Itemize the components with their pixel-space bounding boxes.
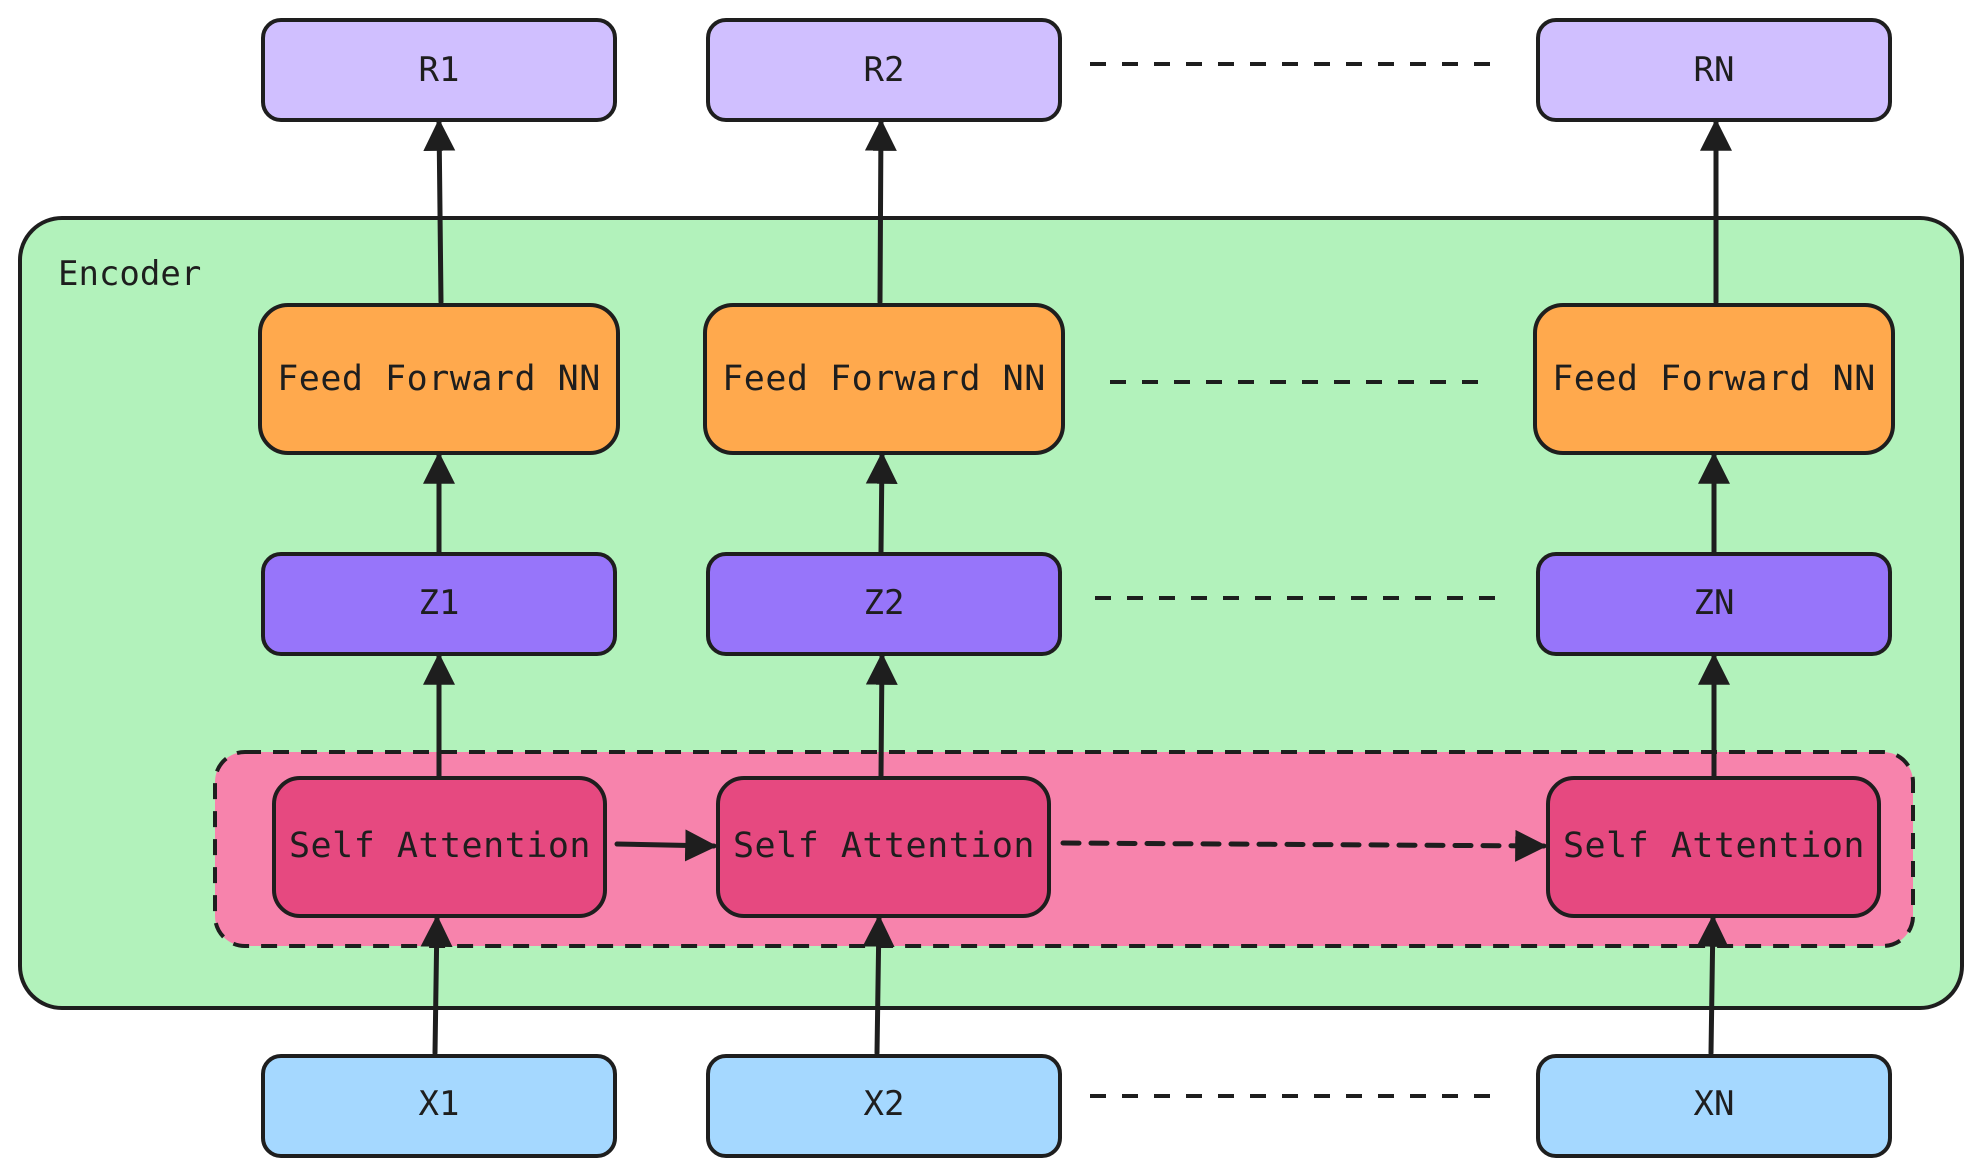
ffnn-label: Feed Forward NN [277, 359, 601, 399]
z-label: Z2 [864, 583, 905, 623]
input-label: X2 [864, 1084, 905, 1124]
input-node-x1[interactable]: X1 [261, 1054, 617, 1158]
ffnn-node-2[interactable]: Feed Forward NN [703, 303, 1065, 455]
z-label: ZN [1694, 583, 1735, 623]
self-attention-node-2[interactable]: Self Attention [716, 776, 1051, 918]
z-label: Z1 [419, 583, 460, 623]
output-node-r2[interactable]: R2 [706, 18, 1062, 122]
output-label: R1 [419, 50, 460, 90]
arrow-ffnn1-to-r1 [423, 118, 456, 305]
output-label: RN [1694, 50, 1735, 90]
output-row: R1 R2 RN [261, 18, 1892, 122]
arrow-attention2-to-z2 [865, 652, 898, 779]
encoder-label: Encoder [58, 254, 201, 294]
self-attention-node-1[interactable]: Self Attention [272, 776, 607, 918]
input-node-xn[interactable]: XN [1536, 1054, 1892, 1158]
self-attention-row: Self Attention Self Attention Self Atten… [272, 776, 1881, 918]
self-attention-node-n[interactable]: Self Attention [1546, 776, 1881, 918]
ffnn-node-1[interactable]: Feed Forward NN [258, 303, 620, 455]
self-attention-group [213, 750, 1915, 948]
z-node-n[interactable]: ZN [1536, 552, 1892, 656]
self-attention-label: Self Attention [733, 826, 1035, 866]
input-row: X1 X2 XN [261, 1054, 1892, 1158]
input-node-x2[interactable]: X2 [706, 1054, 1062, 1158]
arrow-ffnn2-to-r2 [864, 118, 897, 305]
input-label: XN [1694, 1084, 1735, 1124]
arrow-attention1-to-attention2 [614, 829, 718, 862]
output-label: R2 [864, 50, 905, 90]
arrow-x1-to-attention [420, 914, 453, 1056]
output-node-r1[interactable]: R1 [261, 18, 617, 122]
input-box [261, 1054, 617, 1158]
arrow-xn-to-attention [1696, 914, 1729, 1056]
input-label: X1 [419, 1084, 460, 1124]
feed-forward-row: Feed Forward NN Feed Forward NN Feed For… [258, 303, 1895, 455]
arrow-attention2-to-attentionn [1060, 829, 1548, 862]
z-node-2[interactable]: Z2 [706, 552, 1062, 656]
input-box [1536, 1054, 1892, 1158]
self-attention-label: Self Attention [289, 826, 591, 866]
z-node-1[interactable]: Z1 [261, 552, 617, 656]
arrow-z2-to-ffnn [865, 451, 898, 555]
output-node-rn[interactable]: RN [1536, 18, 1892, 122]
input-box [706, 1054, 1062, 1158]
arrows [420, 118, 1732, 1056]
self-attention-label: Self Attention [1563, 826, 1865, 866]
arrow-x2-to-attention [862, 914, 895, 1056]
ffnn-label: Feed Forward NN [1552, 359, 1876, 399]
ffnn-label: Feed Forward NN [722, 359, 1046, 399]
ffnn-node-n[interactable]: Feed Forward NN [1533, 303, 1895, 455]
